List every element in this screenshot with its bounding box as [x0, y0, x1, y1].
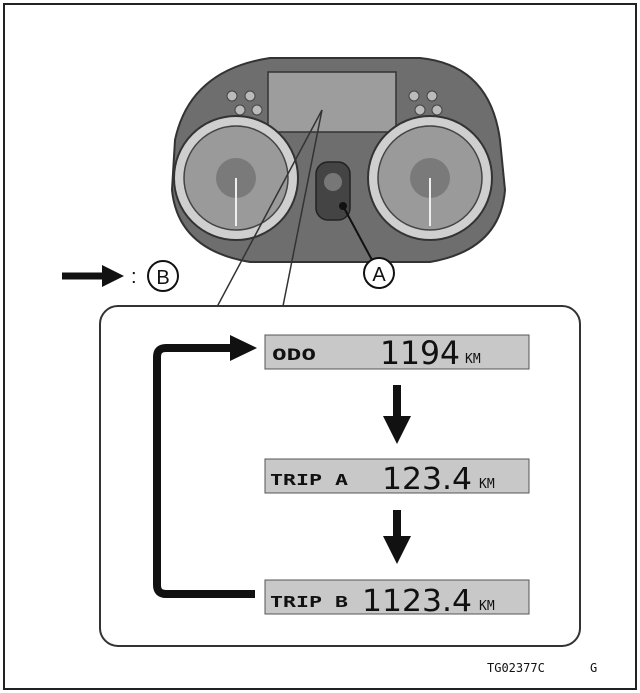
- callout-a-circle: [363, 257, 395, 289]
- loop-back-arrow: [153, 335, 257, 598]
- display-row-trip-a: TRIP A 123.4 KM: [264, 458, 530, 497]
- right-gauge: [367, 115, 493, 241]
- zoom-line-left: [209, 109, 323, 321]
- figure-border: [3, 3, 637, 690]
- callout-a-label: A: [372, 264, 386, 286]
- callout-b-circle: [147, 260, 179, 292]
- legend-arrow-b: [62, 265, 124, 287]
- left-gauge: [173, 115, 299, 241]
- down-arrow-2: [383, 510, 411, 564]
- figure-code: TG02377C: [487, 661, 545, 675]
- trip-b-unit: KM: [479, 599, 495, 614]
- display-row-trip-b: TRIP B 1123.4 KM: [264, 579, 530, 619]
- zoom-line-right: [282, 109, 323, 307]
- display-row-odo: ODO 1194 KM: [264, 334, 530, 372]
- trip-a-unit: KM: [479, 477, 495, 492]
- trip-b-value: 1123.4: [362, 584, 472, 619]
- callout-a-leader: [342, 205, 373, 261]
- odo-unit: KM: [465, 352, 481, 367]
- cluster-lcd-screen: [267, 71, 397, 133]
- mode-button[interactable]: [315, 161, 351, 221]
- down-arrow-1: [383, 385, 411, 444]
- odo-label: ODO: [272, 345, 316, 364]
- trip-a-value: 123.4: [382, 462, 472, 497]
- callout-b-prefix: :: [131, 266, 137, 288]
- figure-suffix: G: [590, 661, 597, 675]
- indicator-lights-left: [226, 90, 263, 116]
- trip-a-label: TRIP A: [270, 471, 348, 489]
- odo-value: 1194: [380, 334, 460, 372]
- indicator-lights-right: [408, 90, 443, 116]
- instrument-cluster: [170, 57, 507, 263]
- callout-b-label: B: [156, 267, 169, 289]
- trip-b-label: TRIP B: [270, 593, 348, 611]
